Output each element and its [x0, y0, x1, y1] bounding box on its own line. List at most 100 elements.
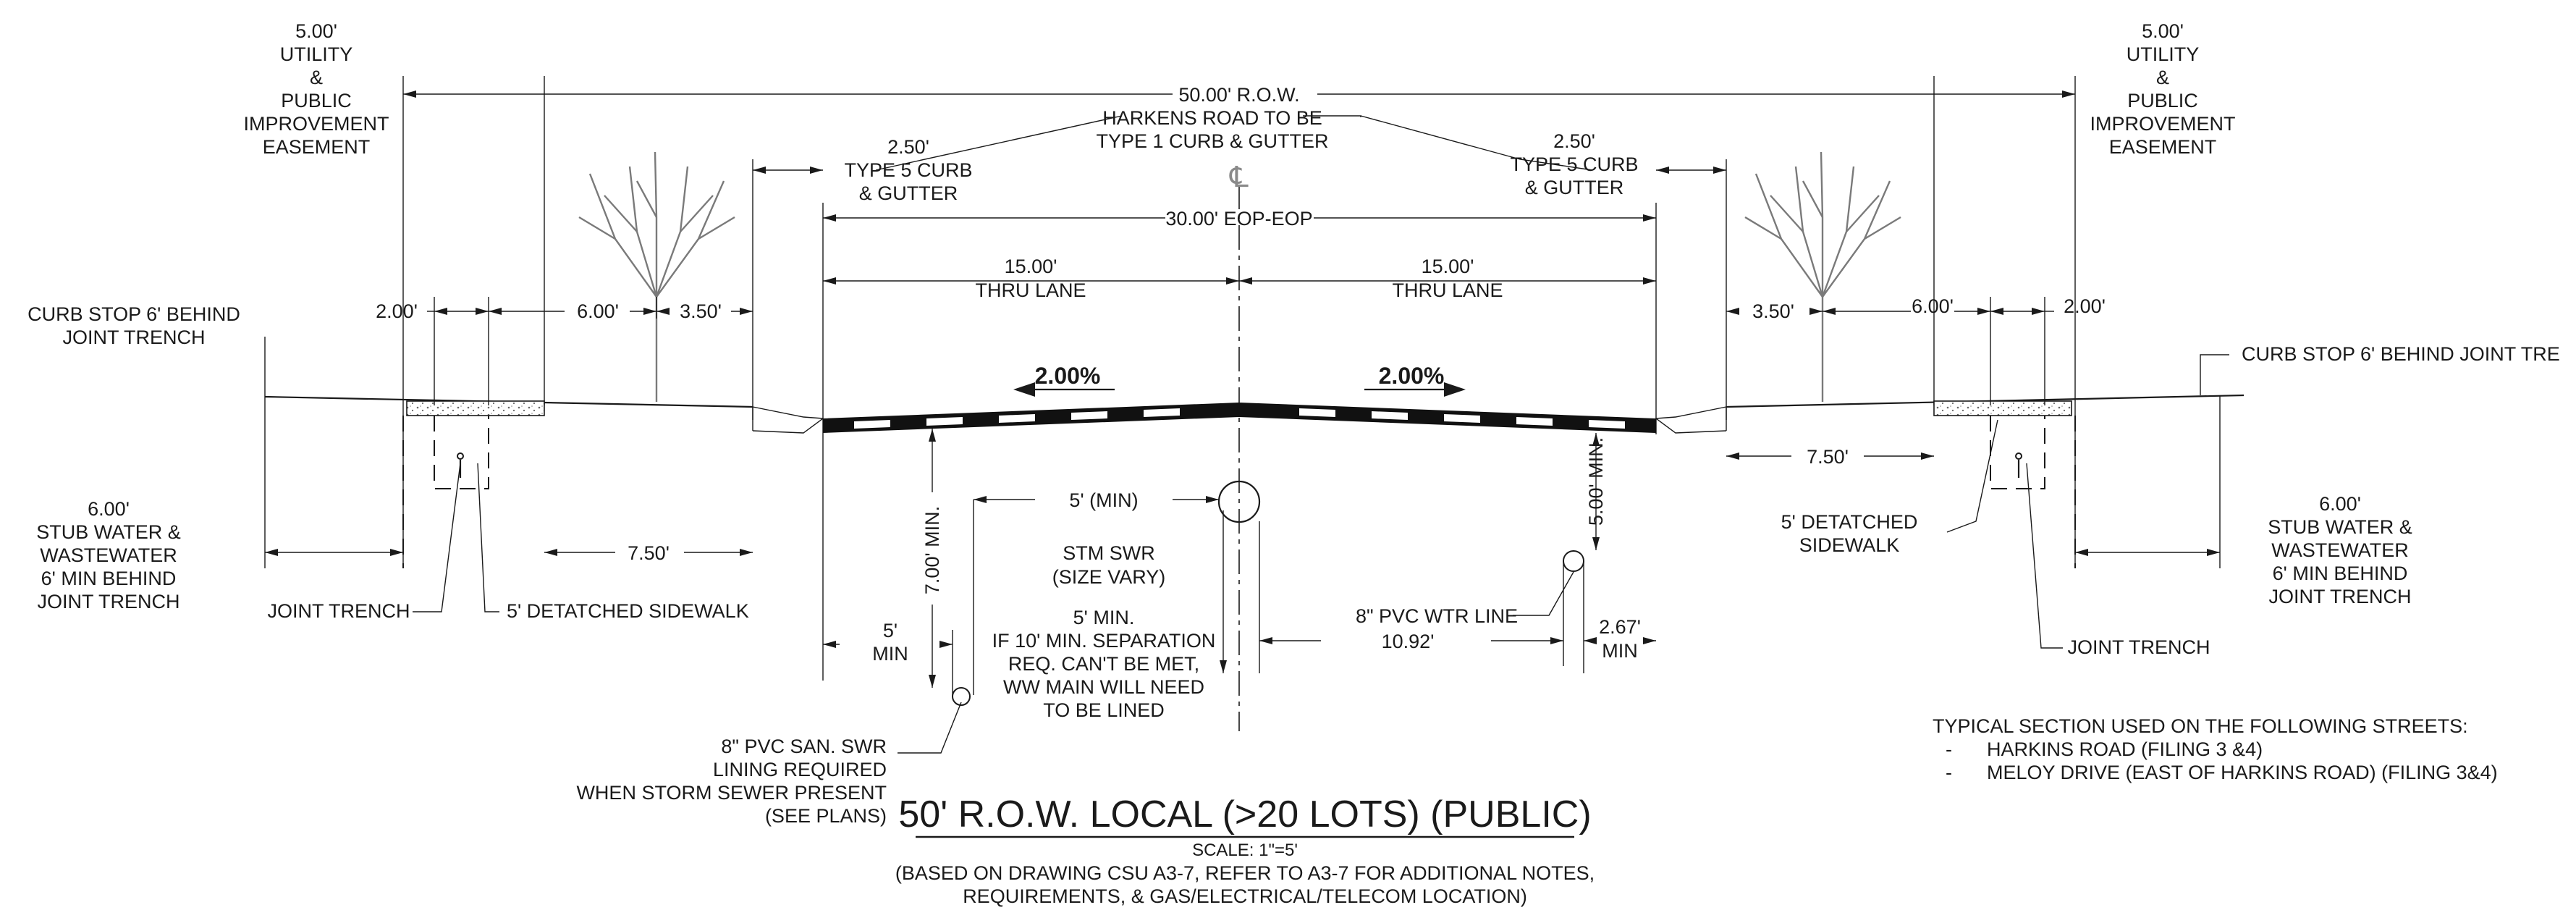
easement-label-right: 5.00' UTILITY & PUBLIC IMPROVEMENT EASEM…: [2090, 20, 2235, 158]
svg-text:TYPICAL SECTION USED ON THE FO: TYPICAL SECTION USED ON THE FOLLOWING ST…: [1933, 715, 2468, 737]
svg-text:8" PVC SAN. SWR: 8" PVC SAN. SWR: [721, 736, 887, 757]
svg-text:UTILITY: UTILITY: [2127, 43, 2200, 65]
dim-750-right-label: 7.50': [1807, 446, 1849, 468]
sidewalk-left: [406, 400, 545, 416]
svg-text:WW MAIN WILL NEED: WW MAIN WILL NEED: [1003, 676, 1204, 698]
svg-text:-: -: [1946, 738, 1952, 760]
svg-text:JOINT TRENCH: JOINT TRENCH: [2268, 586, 2411, 607]
dim-right-setbacks: [1726, 297, 2054, 405]
stub-label-left: 6.00' STUB WATER & WASTEWATER 6' MIN BEH…: [36, 498, 181, 612]
dim-750-left: [544, 549, 753, 556]
svg-text:CURB STOP 6' BEHIND: CURB STOP 6' BEHIND: [28, 303, 240, 325]
svg-text:LINING REQUIRED: LINING REQUIRED: [713, 759, 887, 780]
svg-text:TYPE 5 CURB: TYPE 5 CURB: [1510, 153, 1638, 175]
stub-label-right: 6.00' STUB WATER & WASTEWATER 6' MIN BEH…: [2268, 493, 2412, 607]
san-swr-label: 8" PVC SAN. SWR LINING REQUIRED WHEN STO…: [576, 736, 887, 827]
dim-200-left-label: 2.00': [376, 300, 418, 322]
joint-trench-label-left: JOINT TRENCH: [267, 600, 410, 622]
dim-stub-right: [2075, 395, 2221, 568]
svg-text:MIN: MIN: [872, 643, 908, 665]
dim-5min-vert: [1220, 510, 1227, 673]
svg-text:& GUTTER: & GUTTER: [1525, 177, 1624, 198]
svg-text:EASEMENT: EASEMENT: [2109, 136, 2217, 158]
lane-label-right: 15.00' THRU LANE: [1392, 256, 1503, 301]
curb-stop-label-right: CURB STOP 6' BEHIND JOINT TRE: [2242, 343, 2560, 365]
joint-trench-left: [402, 416, 489, 568]
svg-text:STM SWR: STM SWR: [1063, 542, 1155, 564]
svg-text:5' DETATCHED: 5' DETATCHED: [1781, 511, 1918, 533]
svg-text:IMPROVEMENT: IMPROVEMENT: [2090, 113, 2235, 135]
row-boundary-lines: [402, 76, 2076, 731]
dim-5min-left: [823, 630, 953, 696]
svg-text:JOINT TRENCH: JOINT TRENCH: [62, 327, 205, 348]
curb-label-left: 2.50' TYPE 5 CURB & GUTTER: [844, 136, 972, 204]
drawing-title: 50' R.O.W. LOCAL (>20 LOTS) (PUBLIC): [898, 793, 1591, 835]
harkens-note-line2: TYPE 1 CURB & GUTTER: [1096, 130, 1328, 152]
svg-text:REQ. CAN'T BE MET,: REQ. CAN'T BE MET,: [1008, 653, 1199, 675]
slope-arrow-left: [1013, 382, 1115, 397]
svg-text:TO BE LINED: TO BE LINED: [1043, 699, 1165, 721]
dim-7min: [929, 429, 936, 688]
svg-text:6' MIN BEHIND: 6' MIN BEHIND: [2273, 563, 2408, 584]
curb-stop-label-left: CURB STOP 6' BEHIND JOINT TRENCH: [28, 303, 240, 348]
dim-750-left-label: 7.50': [628, 542, 670, 564]
svg-text:2.50': 2.50': [1553, 130, 1595, 152]
svg-text:15.00': 15.00': [1005, 256, 1057, 277]
dim-5min-horiz-label: 5' (MIN): [1069, 489, 1138, 511]
dim-5min-horiz: [973, 496, 1219, 695]
svg-text:THRU LANE: THRU LANE: [1392, 279, 1503, 301]
storm-sewer-pipe: [1217, 480, 1261, 523]
svg-text:PUBLIC: PUBLIC: [281, 90, 352, 111]
svg-text:EASEMENT: EASEMENT: [263, 136, 371, 158]
based-on-note: (BASED ON DRAWING CSU A3-7, REFER TO A3-…: [895, 862, 1595, 907]
asphalt-pavement: [823, 403, 1656, 433]
joint-trench-label-right: JOINT TRENCH: [2067, 636, 2210, 658]
slope-label-left: 2.00%: [1035, 363, 1101, 389]
svg-text:(SIZE VARY): (SIZE VARY): [1052, 566, 1166, 588]
separation-note: 5' MIN. IF 10' MIN. SEPARATION REQ. CAN'…: [992, 607, 1216, 721]
dim-1092: [1259, 521, 1564, 673]
dim-200-right-label: 2.00': [2064, 295, 2106, 317]
svg-text:(SEE PLANS): (SEE PLANS): [765, 805, 887, 827]
svg-text:PUBLIC: PUBLIC: [2127, 90, 2198, 111]
svg-text:WASTEWATER: WASTEWATER: [40, 544, 177, 566]
svg-text:TYPE 5 CURB: TYPE 5 CURB: [844, 159, 972, 181]
dim-350-left-label: 3.50': [680, 300, 722, 322]
wtr-line-label: 8" PVC WTR LINE: [1356, 605, 1518, 627]
dim-curb-right: [1656, 167, 1726, 174]
eop-label: 30.00' EOP-EOP: [1165, 208, 1312, 230]
svg-text:&: &: [2156, 67, 2169, 88]
svg-text:2.50': 2.50': [887, 136, 929, 158]
svg-text:5.00': 5.00': [295, 20, 337, 42]
slope-label-right: 2.00%: [1379, 363, 1445, 389]
svg-text:STUB WATER &: STUB WATER &: [2268, 516, 2412, 538]
svg-text:&: &: [310, 67, 323, 88]
dim-1092-label: 10.92': [1382, 631, 1435, 652]
svg-text:WASTEWATER: WASTEWATER: [2271, 539, 2409, 561]
dim-600-right-label: 6.00': [1912, 295, 1954, 317]
centerline-symbol: ℄: [1229, 161, 1249, 193]
svg-text:IMPROVEMENT: IMPROVEMENT: [243, 113, 389, 135]
scale-label: SCALE: 1"=5': [1192, 841, 1298, 860]
dim-left-setbacks: [427, 297, 753, 405]
dim-curb-left: [753, 167, 823, 174]
svg-text:15.00': 15.00': [1422, 256, 1474, 277]
easement-label-left: 5.00' UTILITY & PUBLIC IMPROVEMENT EASEM…: [243, 20, 389, 158]
dim-7min-label: 7.00' MIN.: [921, 506, 943, 594]
svg-text:JOINT TRENCH: JOINT TRENCH: [37, 591, 180, 612]
dim-750-right: [1726, 452, 1934, 460]
svg-text:MIN: MIN: [1602, 640, 1638, 662]
dim-267: [1583, 561, 1656, 673]
svg-text:6.00': 6.00': [88, 498, 130, 520]
svg-text:(BASED ON DRAWING CSU A3-7, R: (BASED ON DRAWING CSU A3-7, REFER TO A3-…: [895, 862, 1595, 884]
dim-row-total: [403, 90, 2075, 98]
typical-section-note: TYPICAL SECTION USED ON THE FOLLOWING ST…: [1933, 715, 2498, 783]
dim-500min-label: 5.00' MIN.: [1585, 437, 1607, 526]
svg-text:6' MIN BEHIND: 6' MIN BEHIND: [41, 568, 177, 589]
svg-text:6.00': 6.00': [2319, 493, 2361, 515]
svg-text:SIDEWALK: SIDEWALK: [1799, 534, 1900, 556]
svg-text:-: -: [1946, 762, 1952, 783]
curb-label-right: 2.50' TYPE 5 CURB & GUTTER: [1510, 130, 1638, 198]
svg-text:& GUTTER: & GUTTER: [859, 182, 958, 204]
